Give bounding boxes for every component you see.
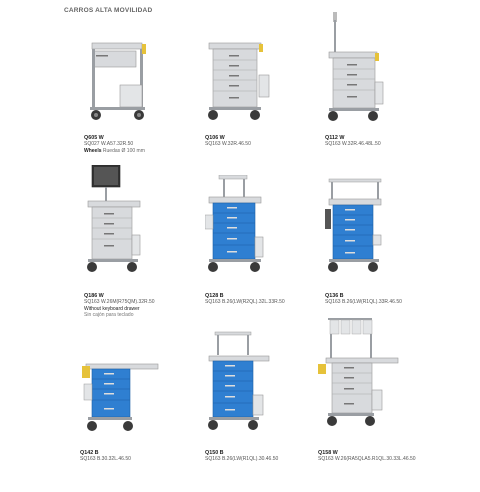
product-ref: SQ027 W.A57.32R.50 [84,141,134,148]
product-cell-q186: Q186 W SQ163 W.26M(R75QM).32R.50 Without… [84,165,194,318]
cart-illustration [318,318,399,426]
product-code: Q128 B [205,293,224,299]
page-title: CARROS ALTA MOVILIDAD [64,7,153,14]
product-note-es: Sin cajón para teclado [84,312,134,319]
product-cell-q136: Q136 B SQ163 B.26(LW(R1QL).33R.46.50 [325,175,435,325]
product-code: Q186 W [84,293,104,299]
product-caption: Q128 B SQ163 B.26(LW(R2QL).32L.33R.50 [205,293,335,306]
product-ref: SQ163 W.32R.46.48L.50 [325,141,381,148]
product-caption: Q150 B SQ163 B.26(LW(R1QL).30.46.50 [205,450,335,463]
product-cell-q106: Q106 W SQ163 W.32R.46.50 [205,35,315,185]
product-ref: SQ163 B.30.32L.46.50 [80,456,131,463]
product-ref: SQ163 W.26(RA5QLA5.R1QL.30.33L.46.50 [318,456,416,463]
wheels-note: Wheels Ruedas Ø 100 mm [84,147,145,154]
product-cell-q128: Q128 B SQ163 B.26(LW(R2QL).32L.33R.50 [205,175,315,325]
product-caption: Q142 B SQ163 B.30.32L.46.50 [80,450,210,463]
product-code: Q136 B [325,293,344,299]
product-caption: Q158 W SQ163 W.26(RA5QLA5.R1QL.30.33L.46… [318,450,448,463]
drawer [93,50,137,68]
product-code: Q106 W [205,135,225,141]
product-caption: Q112 W SQ163 W.32R.46.48L.50 [325,135,455,148]
product-cell-q112: Q112 W SQ163 W.32R.46.48L.50 [325,12,435,162]
cart-illustration [208,42,270,120]
cart-illustration [82,363,159,431]
product-caption: Q106 W SQ163 W.32R.46.50 [205,135,335,148]
cart-illustration [328,12,384,121]
cart-illustration [90,42,146,120]
cart-illustration [87,165,141,272]
product-caption: Q605 W SQ027 W.A57.32R.50 Wheels Ruedas … [84,135,214,154]
product-ref: SQ163 W.32R.46.50 [205,141,251,148]
product-code: Q142 B [80,450,99,456]
product-cell-q142: Q142 B SQ163 B.30.32L.46.50 [80,342,190,492]
product-cell-q605: Q605 W SQ027 W.A57.32R.50 Wheels Ruedas … [84,35,194,185]
product-note: Without keyboard drawer [84,305,140,312]
product-code: Q158 W [318,450,338,456]
product-code: Q112 W [325,135,345,141]
product-ref: SQ163 W.26M(R75QM).32R.50 [84,299,155,306]
product-ref: SQ163 B.26(LW(R1QL).33R.46.50 [325,299,402,306]
product-caption: Q136 B SQ163 B.26(LW(R1QL).33R.46.50 [325,293,455,306]
product-cell-q150: Q150 B SQ163 B.26(LW(R1QL).30.46.50 [205,330,315,480]
product-ref: SQ163 B.26(LW(R2QL).32L.33R.50 [205,299,285,306]
product-code: Q150 B [205,450,224,456]
cart-illustration [205,175,264,272]
product-cell-q158: Q158 W SQ163 W.26(RA5QLA5.R1QL.30.33L.46… [318,318,428,468]
cart-illustration [325,178,382,272]
product-ref: SQ163 B.26(LW(R1QL).30.46.50 [205,456,279,463]
cart-illustration [208,331,270,430]
product-caption: Q186 W SQ163 W.26M(R75QM).32R.50 Without… [84,293,214,319]
product-code: Q605 W [84,135,104,141]
